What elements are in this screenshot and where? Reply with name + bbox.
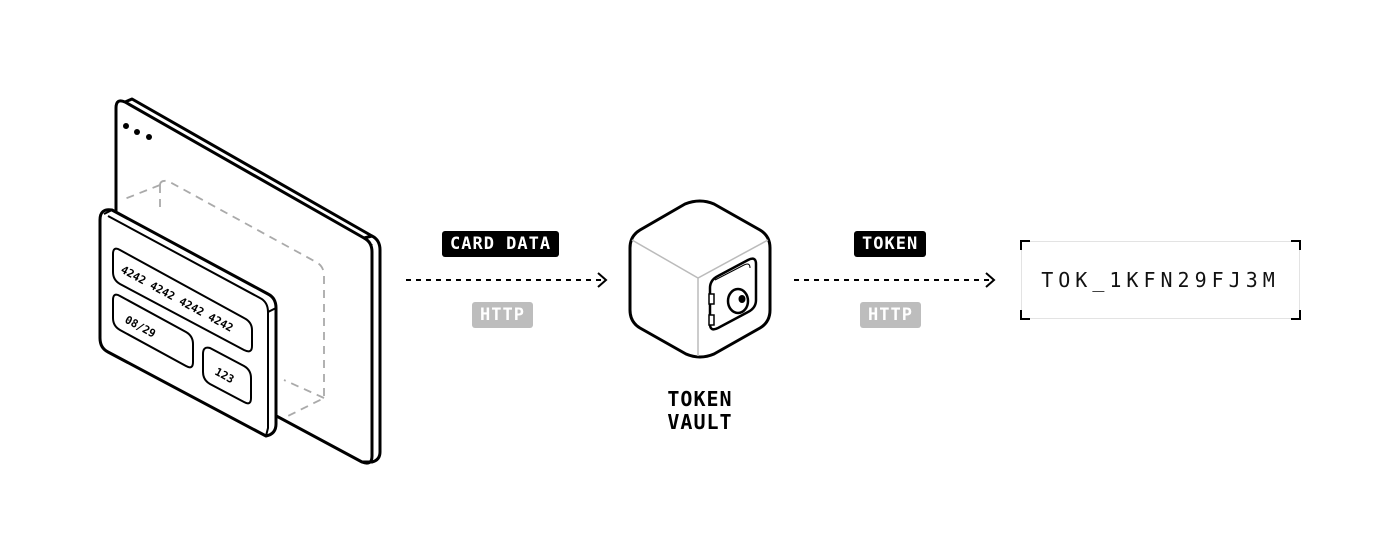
token-value: TOK_1KFN29FJ3M: [1041, 268, 1280, 292]
vault-label: TOKEN VAULT: [640, 388, 760, 434]
vault-label-line2: VAULT: [667, 410, 733, 434]
token-badge: TOKEN: [854, 231, 927, 257]
vault-icon: [628, 199, 772, 359]
token-output-box: TOK_1KFN29FJ3M: [1020, 240, 1301, 320]
credit-card-icon: 4242 4242 4242 4242 08/29 123: [98, 208, 278, 438]
corner-bracket-icon: [1020, 310, 1030, 320]
arrow-vault-to-token: [794, 272, 996, 288]
corner-bracket-icon: [1291, 310, 1301, 320]
arrow-card-to-vault: [406, 272, 608, 288]
corner-bracket-icon: [1020, 240, 1030, 250]
corner-bracket-icon: [1291, 240, 1301, 250]
vault-label-line1: TOKEN: [667, 387, 733, 411]
http-badge-2: HTTP: [860, 302, 921, 328]
card-data-badge: CARD DATA: [442, 231, 560, 257]
http-badge-1: HTTP: [472, 302, 533, 328]
